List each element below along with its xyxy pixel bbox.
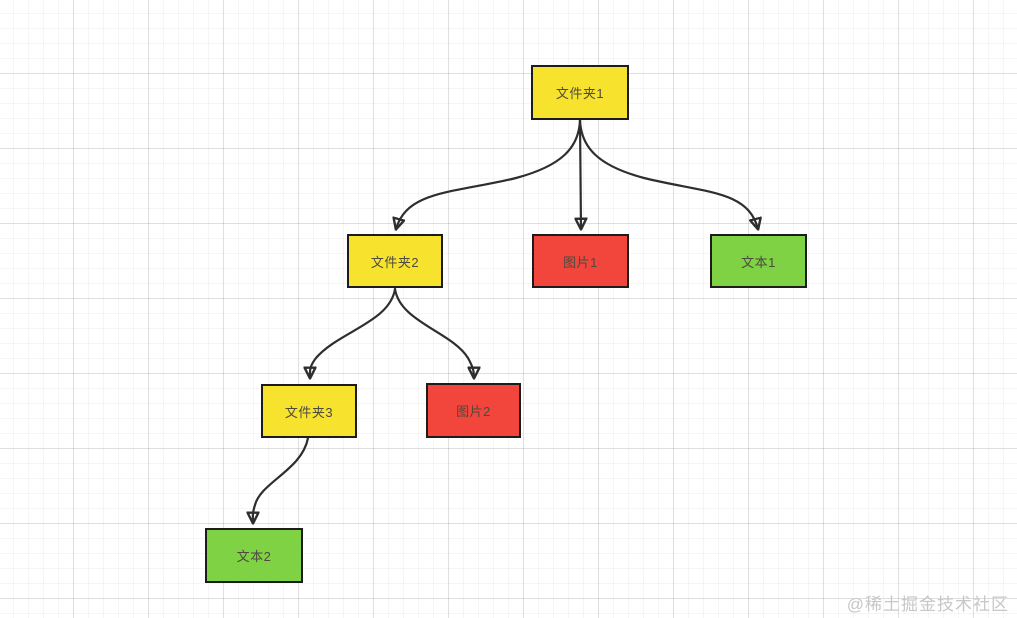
edge-folder1-folder2	[396, 118, 582, 229]
edge-folder1-text1	[578, 118, 758, 229]
node-folder2: 文件夹2	[347, 234, 443, 288]
node-text1: 文本1	[710, 234, 807, 288]
watermark-label: @稀土掘金技术社区	[846, 595, 1009, 614]
edge-folder1-image1	[580, 118, 581, 229]
node-folder1: 文件夹1	[531, 65, 629, 120]
edge-folder2-folder3	[310, 287, 397, 378]
edge-folder3-text2	[253, 436, 310, 523]
node-text2: 文本2	[205, 528, 303, 583]
node-image1: 图片1	[532, 234, 629, 288]
node-folder3: 文件夹3	[261, 384, 357, 438]
node-image2: 图片2	[426, 383, 521, 438]
edge-folder2-image2	[393, 287, 474, 378]
